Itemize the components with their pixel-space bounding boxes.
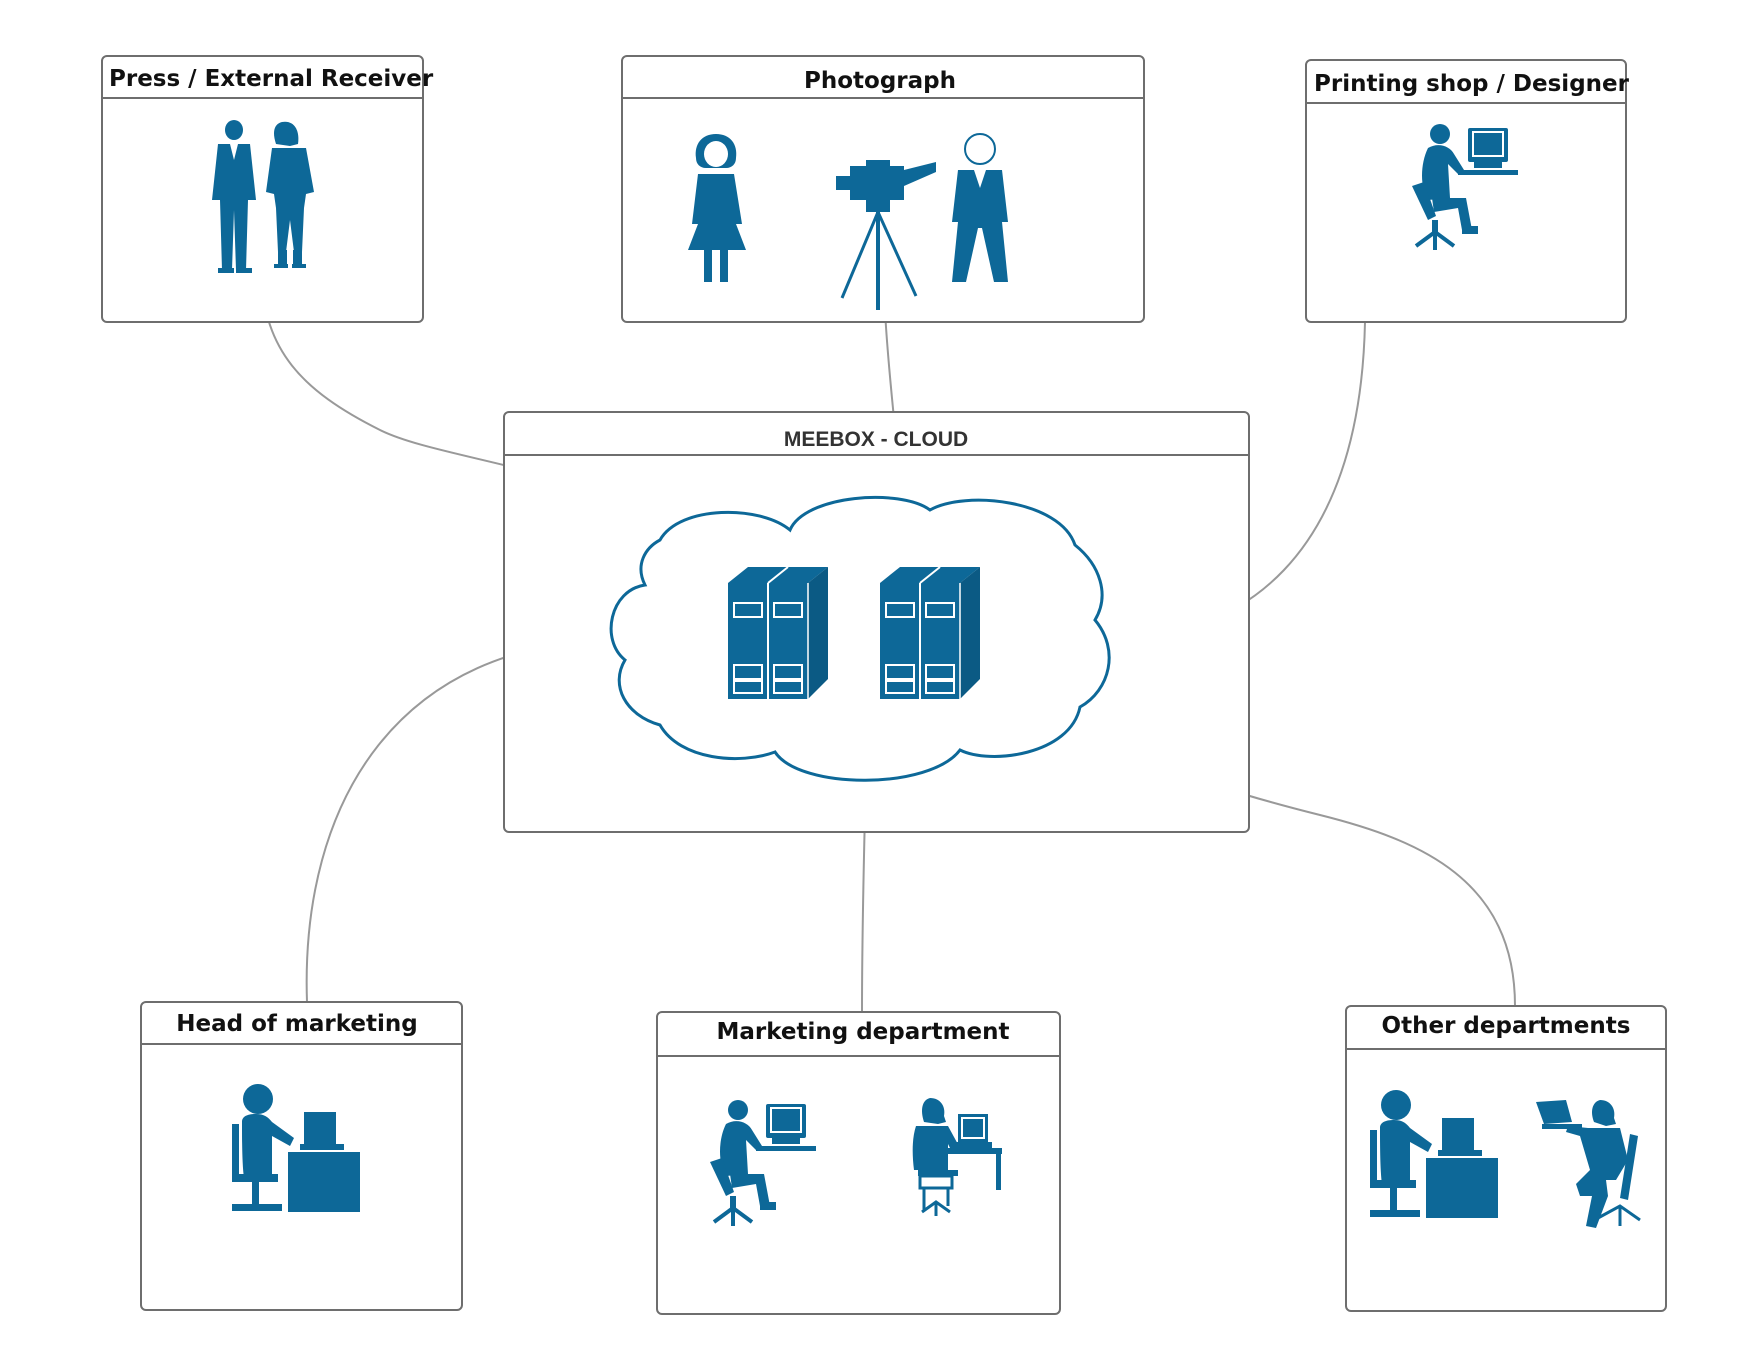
laptop-worker-icon [1536,1100,1641,1228]
computer-worker-female-icon [912,1098,1002,1216]
cloud-icon [609,495,1111,782]
businesswoman-icon [266,121,314,268]
video-camera-icon [836,160,936,310]
cloud-container: MEEBOX - CLOUD [503,411,1250,833]
node-photograph-title: Photograph [804,68,956,94]
server-rack-icon [879,566,981,700]
woman-icon [688,134,746,282]
node-other: Other departments [1345,1005,1667,1312]
node-printing: Printing shop / Designer [1305,59,1630,323]
node-other-title: Other departments [1382,1013,1631,1039]
node-marketing-title: Marketing department [716,1019,1009,1045]
node-marketing: Marketing department [656,1011,1061,1315]
man-icon [952,133,1008,282]
server-rack-icon [727,566,829,700]
node-press: Press / External Receiver [101,55,434,323]
businessman-icon [212,120,256,273]
node-press-title: Press / External Receiver [109,66,434,92]
node-head-title: Head of marketing [176,1011,417,1037]
node-printing-title: Printing shop / Designer [1314,71,1630,97]
cloud-container-title: MEEBOX - CLOUD [784,428,968,451]
node-head: Head of marketing [140,1001,463,1311]
node-photograph: Photograph [621,55,1145,323]
